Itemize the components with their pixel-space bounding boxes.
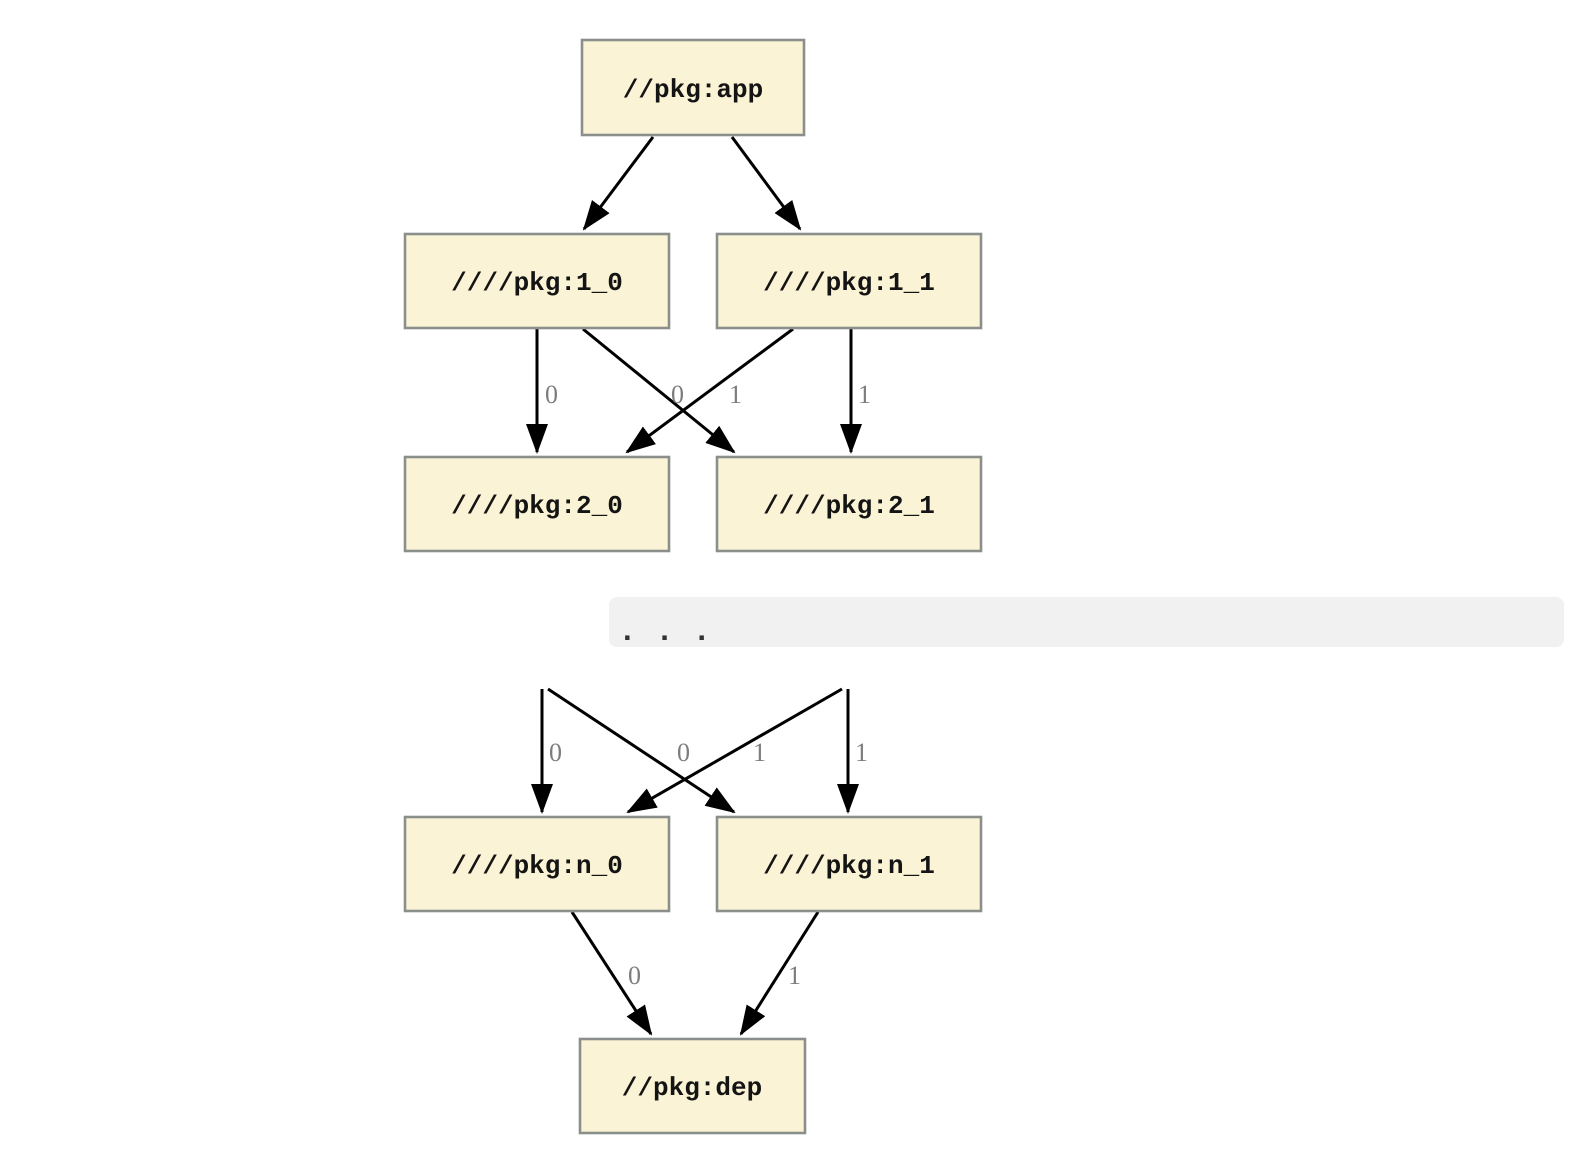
node-pkg-1-0: ////pkg:1_0	[403, 232, 671, 330]
edge-upper2-to-pkgn-0	[626, 687, 843, 814]
node-pkg-2-1: ////pkg:2_1	[715, 455, 983, 553]
node-app: //pkg:app	[580, 38, 806, 137]
edge-pkgn-1-to-dep	[739, 911, 820, 1036]
edge-app-to-pkg1-0	[582, 136, 655, 231]
node-pkg-2-0-box	[403, 455, 671, 553]
node-pkg-1-1: ////pkg:1_1	[715, 232, 983, 330]
node-pkg-1-1-label: ////pkg:1_1	[763, 268, 935, 298]
node-pkg-n-0-label: ////pkg:n_0	[451, 851, 623, 881]
node-pkg-1-0-box	[403, 232, 671, 330]
edge-label-upper2-to-pkgn-1: 1	[855, 738, 868, 767]
node-app-box	[580, 38, 806, 137]
node-pkg-1-1-box	[715, 232, 983, 330]
node-pkg-n-0-box	[403, 815, 671, 913]
edge-label-pkgn-0-to-dep: 0	[628, 961, 641, 990]
edge-app-to-pkg1-1	[730, 136, 802, 231]
edge-label-pkg1-1-to-pkg2-1: 1	[858, 380, 871, 409]
node-dep: //pkg:dep	[578, 1037, 807, 1135]
node-pkg-n-1-box	[715, 815, 983, 913]
node-pkg-n-1: ////pkg:n_1	[715, 815, 983, 913]
node-pkg-2-0: ////pkg:2_0	[403, 455, 671, 553]
edge-label-pkg1-0-to-pkg2-0: 0	[545, 380, 558, 409]
edge-pkg1-0-to-pkg2-1	[582, 327, 736, 454]
node-dep-label: //pkg:dep	[622, 1073, 762, 1103]
node-pkg-2-1-box	[715, 455, 983, 553]
edge-pkgn-0-to-dep	[570, 911, 653, 1036]
edge-label-pkgn-1-to-dep: 1	[788, 961, 801, 990]
edge-label-pkg1-0-to-pkg2-1: 1	[729, 380, 742, 409]
node-dep-box	[578, 1037, 807, 1135]
ellipsis-bar: . . .	[609, 597, 1564, 650]
ellipsis-dots: . . .	[618, 615, 711, 650]
edge-label-upper-to-pkgn-1: 1	[753, 738, 766, 767]
node-pkg-n-1-label: ////pkg:n_1	[763, 851, 935, 881]
edge-label-pkg1-1-to-pkg2-0: 0	[671, 380, 684, 409]
node-pkg-n-0: ////pkg:n_0	[403, 815, 671, 913]
edge-label-upper-to-pkgn-0: 0	[549, 738, 562, 767]
node-app-label: //pkg:app	[623, 75, 763, 105]
node-pkg-1-0-label: ////pkg:1_0	[451, 268, 623, 298]
edge-upper-to-pkgn-1	[547, 687, 736, 814]
ellipsis-bar-background	[609, 597, 1564, 647]
node-pkg-2-1-label: ////pkg:2_1	[763, 491, 935, 521]
edge-pkg1-1-to-pkg2-0	[625, 327, 794, 454]
node-pkg-2-0-label: ////pkg:2_0	[451, 491, 623, 521]
edge-label-upper2-to-pkgn-0: 0	[677, 738, 690, 767]
